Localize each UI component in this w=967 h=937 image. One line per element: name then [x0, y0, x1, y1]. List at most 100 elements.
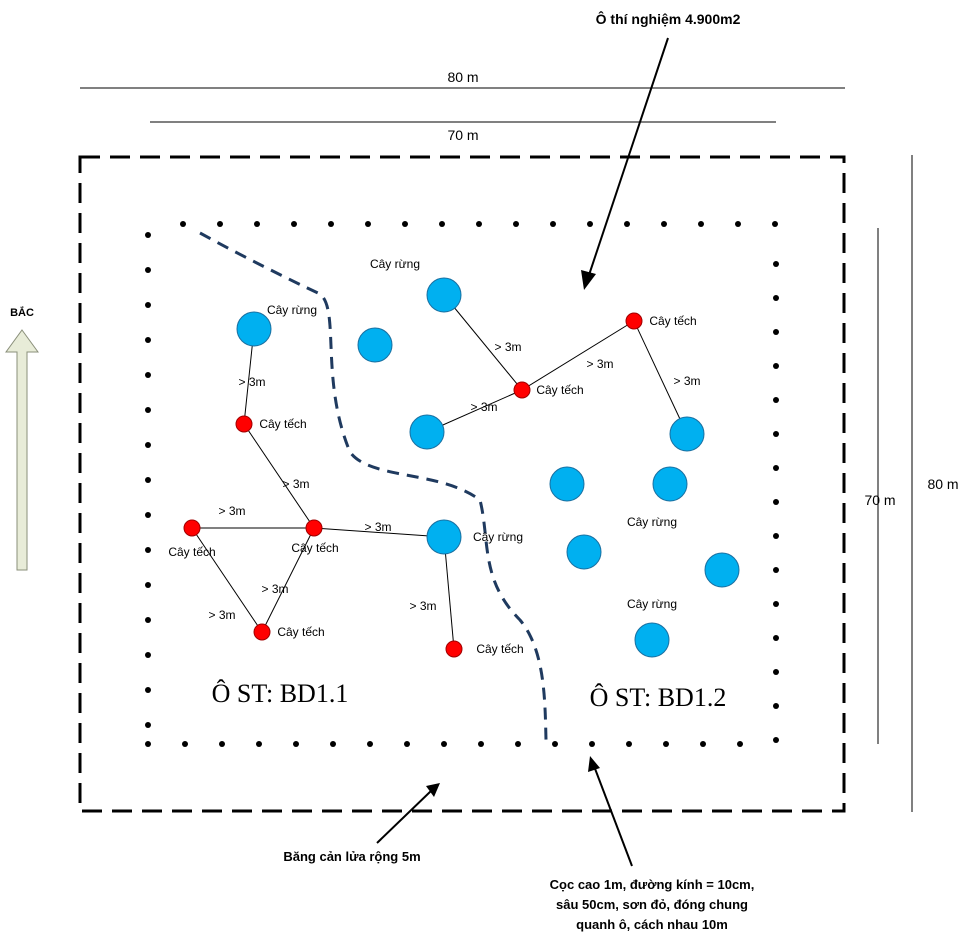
- stake-dot: [478, 741, 484, 747]
- stake-dot: [330, 741, 336, 747]
- stake-dot: [626, 741, 632, 747]
- diagram-title: Ô thí nghiệm 4.900m2: [596, 10, 741, 27]
- stake-dot: [145, 547, 151, 553]
- distance-label: > 3m: [261, 582, 288, 596]
- teak-tree-label: Cây tếch: [168, 545, 215, 559]
- stake-dot: [735, 221, 741, 227]
- stake-dot: [773, 533, 779, 539]
- forest-tree: [409, 414, 445, 450]
- stake-note-line1: Cọc cao 1m, đường kính = 10cm,: [550, 877, 755, 892]
- stake-dot: [145, 477, 151, 483]
- inner-width-label: 70 m: [447, 127, 478, 143]
- stake-dot: [256, 741, 262, 747]
- stake-dot: [624, 221, 630, 227]
- forest-tree: [634, 622, 670, 658]
- forest-tree: [236, 311, 272, 347]
- teak-tree-label: Cây tếch: [259, 417, 306, 431]
- stake-dot: [145, 302, 151, 308]
- firebreak-boundary: [78, 155, 846, 813]
- firebreak-pointer-arrowhead: [426, 783, 440, 797]
- distance-label: > 3m: [673, 374, 700, 388]
- stake-dot: [145, 372, 151, 378]
- distance-label: > 3m: [282, 477, 309, 491]
- stake-dot: [293, 741, 299, 747]
- distance-label: > 3m: [494, 340, 521, 354]
- teak-tree: [445, 640, 463, 658]
- stake-dot: [365, 221, 371, 227]
- stake-dot: [441, 741, 447, 747]
- teak-tree: [235, 415, 253, 433]
- stake-dot: [737, 741, 743, 747]
- stake-dot: [773, 669, 779, 675]
- forest-trees: [236, 277, 740, 658]
- stake-dot: [476, 221, 482, 227]
- plot-boundary-curve: [199, 231, 548, 741]
- plot-label-right: Ô ST: BD1.2: [590, 683, 727, 712]
- stake-dot: [404, 741, 410, 747]
- stake-dot: [145, 442, 151, 448]
- stake-dot: [773, 363, 779, 369]
- teak-tree: [625, 312, 643, 330]
- firebreak-pointer-line: [376, 789, 433, 844]
- stake-dot: [291, 221, 297, 227]
- stake-dot: [589, 741, 595, 747]
- stake-dot: [145, 722, 151, 728]
- stake-dot: [661, 221, 667, 227]
- forest-tree: [357, 327, 393, 363]
- title-pointer-arrowhead: [581, 270, 596, 290]
- forest-tree: [652, 466, 688, 502]
- teak-tree: [253, 623, 271, 641]
- stake-dot: [439, 221, 445, 227]
- stake-dot: [773, 567, 779, 573]
- stake-dot: [145, 652, 151, 658]
- distance-label: > 3m: [208, 608, 235, 622]
- stake-dot: [515, 741, 521, 747]
- forest-tree: [426, 277, 462, 313]
- distance-label: > 3m: [470, 400, 497, 414]
- stake-dot: [773, 499, 779, 505]
- stake-dot: [773, 261, 779, 267]
- stake-dots: [145, 221, 779, 747]
- stake-dot: [328, 221, 334, 227]
- forest-tree-label: Cây rừng: [473, 530, 523, 544]
- stake-dot: [587, 221, 593, 227]
- stake-dot: [180, 221, 186, 227]
- inner-height-label: 70 m: [864, 492, 895, 508]
- plot-label-left: Ô ST: BD1.1: [212, 679, 349, 708]
- forest-tree-label: Cây rừng: [267, 303, 317, 317]
- distance-label: > 3m: [238, 375, 265, 389]
- stake-dot: [145, 617, 151, 623]
- stake-note-line2: sâu 50cm, sơn đỏ, đóng chung: [556, 897, 748, 912]
- distance-label: > 3m: [218, 504, 245, 518]
- stake-dot: [552, 741, 558, 747]
- stake-dot: [182, 741, 188, 747]
- teak-tree-label: Cây tếch: [277, 625, 324, 639]
- north-arrow-icon: [5, 329, 39, 571]
- stake-dot: [145, 512, 151, 518]
- stake-dot: [773, 703, 779, 709]
- outer-height-label: 80 m: [927, 476, 958, 492]
- stake-dot: [773, 295, 779, 301]
- stake-dot: [145, 687, 151, 693]
- stake-pointer-line: [593, 765, 633, 867]
- stake-dot: [145, 582, 151, 588]
- stake-dot: [254, 221, 260, 227]
- firebreak-label: Băng cản lửa rộng 5m: [283, 849, 420, 864]
- forest-tree: [704, 552, 740, 588]
- stake-dot: [773, 465, 779, 471]
- north-label: BẮC: [10, 306, 34, 319]
- teak-trees: [183, 312, 643, 658]
- stake-dot: [550, 221, 556, 227]
- stake-dot: [367, 741, 373, 747]
- outer-width-label: 80 m: [447, 69, 478, 85]
- stake-dot: [698, 221, 704, 227]
- distance-label: > 3m: [586, 357, 613, 371]
- stake-dot: [145, 232, 151, 238]
- stake-dot: [773, 737, 779, 743]
- stake-dot: [773, 601, 779, 607]
- forest-tree: [669, 416, 705, 452]
- distance-label: > 3m: [364, 520, 391, 534]
- teak-tree-label: Cây tếch: [536, 383, 583, 397]
- stake-dot: [773, 431, 779, 437]
